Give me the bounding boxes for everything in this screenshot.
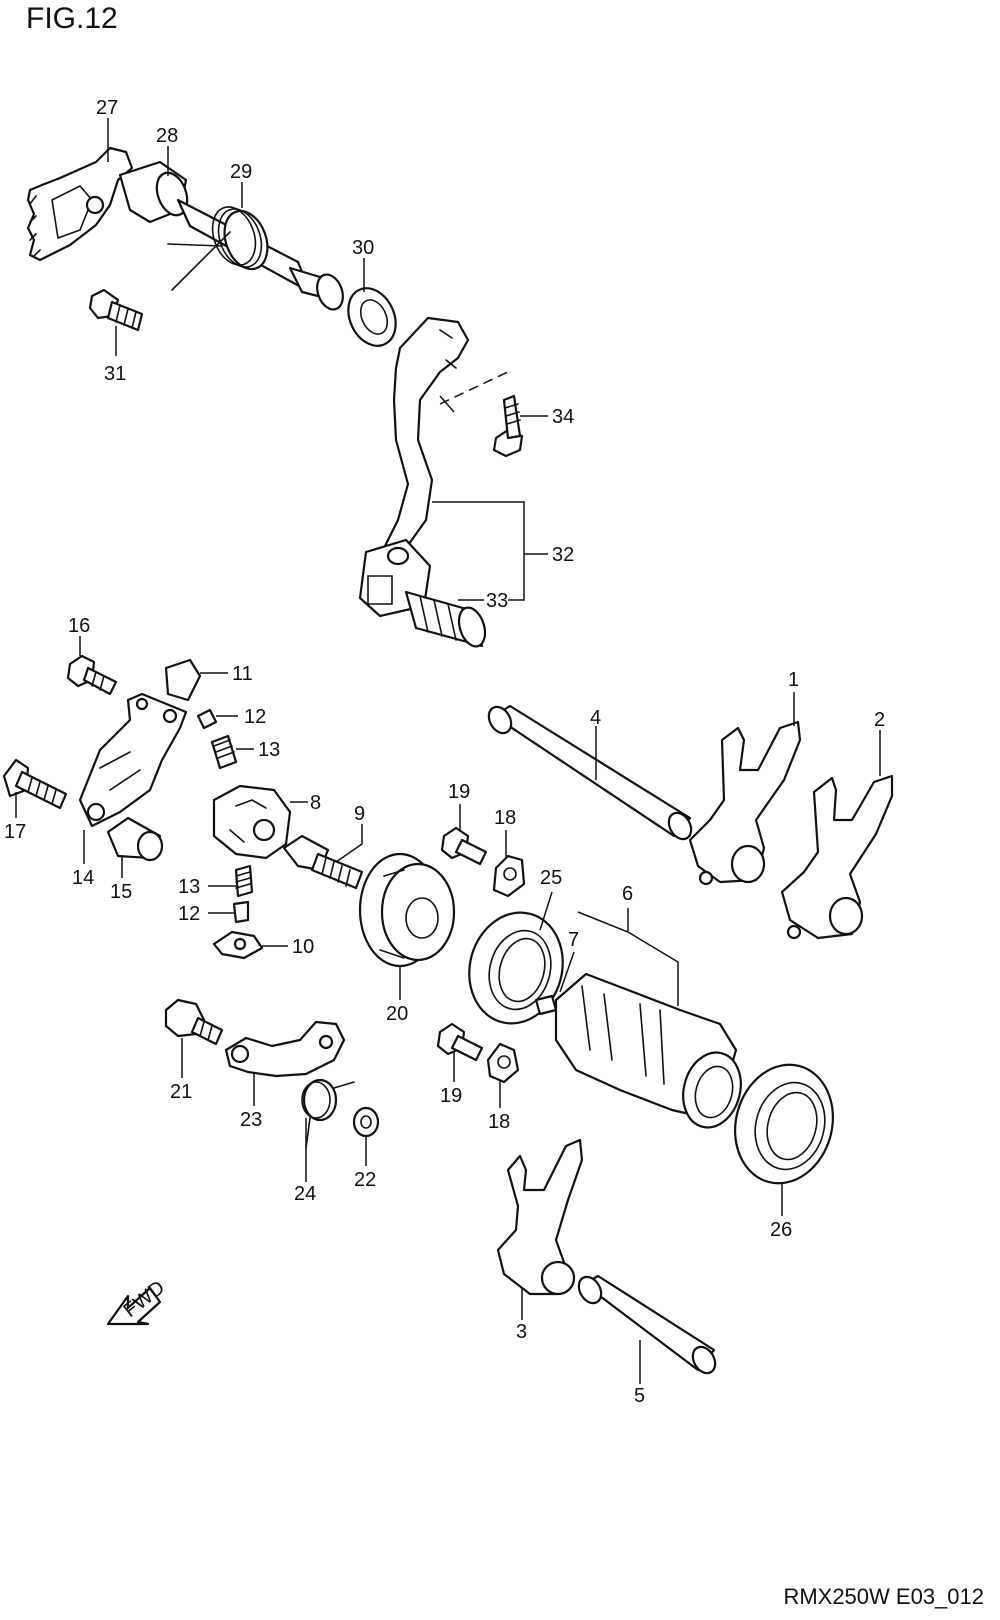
callout-23: 23 bbox=[240, 1109, 262, 1131]
stopper-part-11 bbox=[164, 658, 202, 702]
callout-12-top: 12 bbox=[244, 706, 266, 728]
shift-fork-shaft-part-5 bbox=[577, 1274, 717, 1375]
washer-part-18-bottom bbox=[486, 1042, 520, 1084]
gearshift-cam-driven-gear-part-8 bbox=[212, 784, 292, 860]
callout-9: 9 bbox=[354, 803, 365, 825]
bolt-part-34 bbox=[492, 394, 524, 458]
bolt-part-31 bbox=[88, 288, 144, 332]
spring-part-13-top bbox=[210, 734, 238, 770]
gearshift-shaft-part-27 bbox=[26, 146, 134, 262]
forward-arrow-icon: FWD bbox=[106, 1277, 169, 1326]
callout-7: 7 bbox=[568, 929, 579, 951]
cam-stopper-plate-part-20 bbox=[358, 852, 456, 968]
callout-12-bottom: 12 bbox=[178, 903, 200, 925]
stopper-part-10 bbox=[212, 930, 264, 960]
callout-27: 27 bbox=[96, 97, 118, 119]
callout-4: 4 bbox=[590, 707, 601, 729]
bearing-part-26 bbox=[734, 1063, 834, 1185]
callout-19-top: 19 bbox=[448, 781, 470, 803]
return-spring-part-29 bbox=[167, 206, 269, 291]
callout-8: 8 bbox=[310, 792, 321, 814]
bolt-part-21 bbox=[164, 998, 224, 1046]
gearshift-cam-part-6 bbox=[554, 972, 742, 1129]
callout-18-bottom: 18 bbox=[488, 1111, 510, 1133]
bearing-part-25 bbox=[468, 911, 564, 1025]
callout-3: 3 bbox=[516, 1321, 527, 1343]
shift-fork-part-3 bbox=[496, 1138, 584, 1296]
shift-fork-part-2 bbox=[780, 774, 894, 940]
washer-part-18-top bbox=[492, 854, 526, 898]
bolt-position-line bbox=[439, 395, 455, 413]
spring-part-24 bbox=[301, 1078, 355, 1149]
callout-30: 30 bbox=[352, 237, 374, 259]
screw-part-17 bbox=[2, 758, 68, 810]
bolt-position-dashed-line bbox=[439, 369, 513, 405]
shaft-spline-end bbox=[288, 266, 344, 311]
callout-5: 5 bbox=[634, 1385, 645, 1407]
callout-25: 25 bbox=[540, 867, 562, 889]
callout-labels: 27 28 29 30 31 34 32 33 16 11 12 13 8 9 … bbox=[4, 97, 885, 1407]
callout-18-top: 18 bbox=[494, 807, 516, 829]
pin-part-9 bbox=[282, 834, 364, 890]
callout-1: 1 bbox=[788, 669, 799, 691]
callout-24: 24 bbox=[294, 1183, 316, 1205]
callout-2: 2 bbox=[874, 709, 885, 731]
spring-pin-part-12-bottom bbox=[232, 900, 250, 924]
screw-part-16 bbox=[66, 654, 118, 696]
cam-guide-plate-part-14 bbox=[78, 692, 188, 828]
callout-22: 22 bbox=[354, 1169, 376, 1191]
callout-33: 33 bbox=[486, 590, 508, 612]
pin-part-7 bbox=[534, 994, 558, 1016]
drawing-code: RMX250W E03_012 bbox=[783, 1584, 984, 1609]
washer-part-22 bbox=[352, 1106, 380, 1138]
footpeg-rubber-part-33 bbox=[404, 590, 487, 648]
shift-fork-part-1 bbox=[688, 720, 802, 886]
figure-title: FIG.12 bbox=[26, 2, 118, 35]
callout-31: 31 bbox=[104, 363, 126, 385]
callout-28: 28 bbox=[156, 125, 178, 147]
callout-32: 32 bbox=[552, 544, 574, 566]
callout-34: 34 bbox=[552, 406, 574, 428]
collar-part-28 bbox=[118, 160, 189, 224]
shift-fork-shaft-part-4 bbox=[487, 704, 693, 841]
spring-part-13-bottom bbox=[234, 864, 254, 898]
callout-20: 20 bbox=[386, 1003, 408, 1025]
gearshift-lever-part-32 bbox=[358, 316, 470, 618]
spring-pin-part-12-top bbox=[196, 708, 218, 730]
screw-part-19-top bbox=[440, 826, 488, 866]
callout-26: 26 bbox=[770, 1219, 792, 1241]
callout-14: 14 bbox=[72, 867, 94, 889]
callout-29: 29 bbox=[230, 161, 252, 183]
callout-6: 6 bbox=[622, 883, 633, 905]
callout-16: 16 bbox=[68, 615, 90, 637]
screw-part-19-bottom bbox=[436, 1022, 484, 1062]
callout-21: 21 bbox=[170, 1081, 192, 1103]
callout-11: 11 bbox=[232, 663, 253, 685]
collar-part-15 bbox=[106, 816, 164, 862]
callout-15: 15 bbox=[110, 881, 132, 903]
gearshift-arm-part-23 bbox=[224, 1020, 346, 1078]
callout-13-top: 13 bbox=[258, 739, 280, 761]
oil-seal-part-30 bbox=[347, 287, 397, 347]
callout-17: 17 bbox=[4, 821, 26, 843]
callout-13-bottom: 13 bbox=[178, 876, 200, 898]
callout-10: 10 bbox=[292, 936, 314, 958]
leader-lines bbox=[15, 118, 881, 1384]
callout-19-bottom: 19 bbox=[440, 1085, 462, 1107]
